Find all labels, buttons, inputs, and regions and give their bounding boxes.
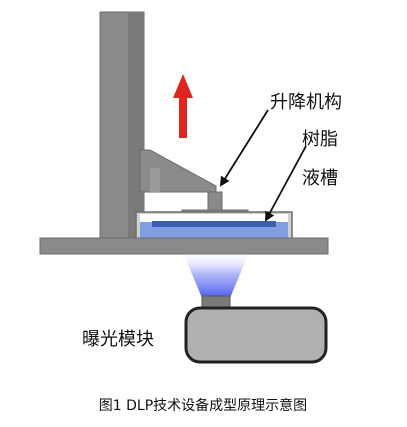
- resin-pointer: [265, 145, 307, 222]
- exposure-module-label: 曝光模块: [82, 329, 154, 350]
- projector-lens: [201, 295, 231, 309]
- lift-mechanism-pointer: [219, 109, 269, 187]
- base-plate: [39, 237, 329, 255]
- resin-label: 树脂: [302, 129, 338, 150]
- upward-arrow-icon: [173, 74, 193, 138]
- light-beam: [184, 255, 248, 298]
- figure-caption: 图1 DLP技术设备成型原理示意图: [99, 397, 307, 414]
- exposure-module: [184, 306, 328, 364]
- lift-mechanism-label: 升降机构: [270, 92, 342, 113]
- vertical-column: [99, 11, 145, 241]
- tank-label: 液槽: [302, 168, 338, 189]
- lift-arm: [139, 149, 217, 193]
- resin-tank: [135, 211, 293, 243]
